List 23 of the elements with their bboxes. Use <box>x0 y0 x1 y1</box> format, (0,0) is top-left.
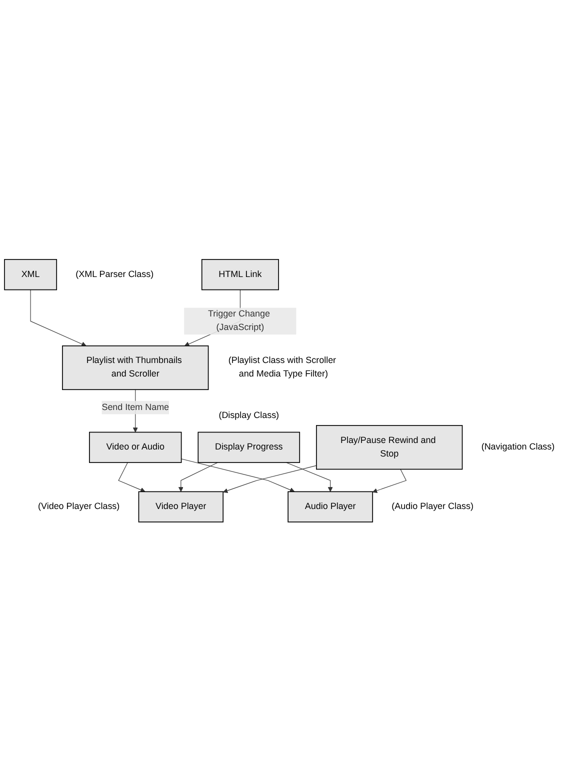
node-box: Audio Player <box>288 492 374 523</box>
node-label: (Display Class) <box>218 411 280 421</box>
node-label: (Video Player Class) <box>38 502 120 512</box>
arrow <box>118 462 146 492</box>
node-box: Play/Pause Rewind and Stop <box>316 425 463 470</box>
node-label: (XML Parser Class) <box>76 270 154 280</box>
arrow <box>286 462 333 492</box>
node-box: XML <box>4 259 58 290</box>
node-box: Playlist with Thumbnails and Scroller <box>62 346 209 390</box>
node-box: Video or Audio <box>89 432 182 464</box>
arrow <box>222 466 317 494</box>
node-box: HTML Link <box>201 259 279 290</box>
node-label: (Audio Player Class) <box>392 502 474 512</box>
edge-label: Trigger Change (JavaScript) <box>208 310 270 333</box>
arrow <box>372 469 407 494</box>
node-box: Video Player <box>138 492 224 523</box>
node-box: Display Progress <box>198 432 300 464</box>
arrow <box>181 458 295 492</box>
arrow <box>178 462 218 492</box>
node-label: (Navigation Class) <box>481 442 555 452</box>
arrow <box>30 290 86 347</box>
edge-label: Send Item Name <box>102 402 170 412</box>
node-label: (Playlist Class with Scroller and Media Type Filter) <box>228 356 336 380</box>
